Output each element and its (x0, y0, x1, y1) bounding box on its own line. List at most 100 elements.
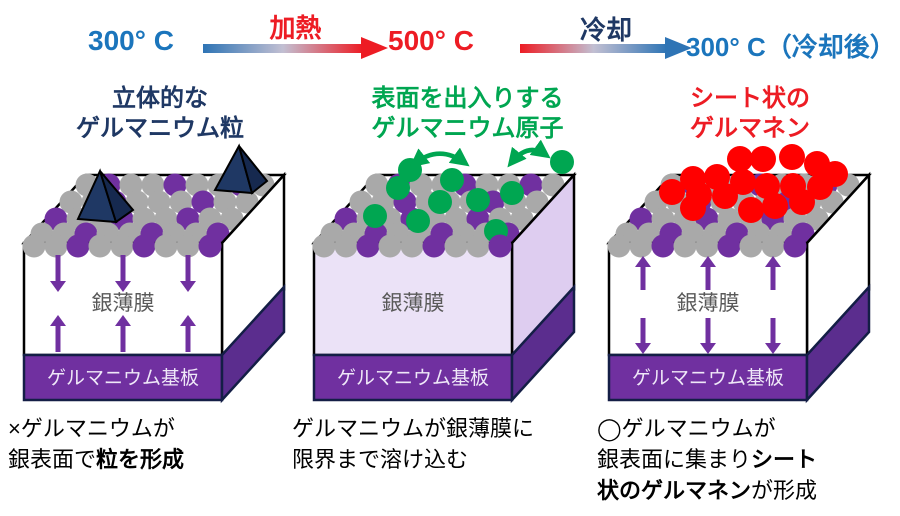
germanene-atom (789, 189, 815, 215)
silver-atom (607, 234, 631, 258)
heating-label: 加熱 (269, 13, 322, 43)
diffusion-arrow-head (180, 315, 196, 326)
silver-atom (673, 234, 697, 258)
germanium-atom (500, 181, 524, 205)
cooling-arrow (520, 37, 692, 59)
panel3-caption: ◯ゲルマニウムが銀表面に集まりシート状のゲルマネンが形成 (597, 416, 818, 503)
purple-atom (422, 234, 446, 258)
purple-atom (488, 234, 512, 258)
substrate-label: ゲルマニウム基板 (337, 367, 489, 389)
diffusion-arrow-head (765, 256, 781, 267)
purple-atom (198, 234, 222, 258)
silver-atom (444, 234, 468, 258)
diffusion-arrow-head (50, 281, 66, 292)
diffusion-arrows (50, 255, 196, 352)
diffusion-arrow-head (635, 343, 651, 354)
purple-atom (783, 234, 807, 258)
temperature-peak: 500° C (388, 25, 474, 56)
silver-film-label: 銀薄膜 (382, 292, 445, 315)
purple-atom (717, 234, 741, 258)
germanium-atom (440, 168, 464, 192)
germanene-atom (754, 173, 780, 199)
temperature-start: 300° C (88, 25, 174, 56)
germanium-atom-floating (550, 150, 574, 174)
panel3-heading: シート状の ゲルマネン (600, 84, 900, 144)
purple-atom (132, 234, 156, 258)
germanene-atom (727, 146, 753, 172)
heating-arrow (203, 37, 388, 59)
silver-atom (88, 234, 112, 258)
diffusion-arrow-head (115, 281, 131, 292)
panel3-heading-line2: ゲルマネン (690, 115, 810, 142)
purple-atom (66, 234, 90, 258)
diffusion-arrows (635, 256, 781, 354)
germanene-atom (807, 174, 833, 200)
substrate-side-face (510, 283, 576, 404)
temperature-end: 300° C（冷却後） (686, 32, 896, 62)
panel1-caption: ×ゲルマニウムが銀表面で粒を形成 (8, 416, 185, 472)
germanene-atom (750, 146, 776, 172)
substrate-front-face (312, 353, 514, 402)
germanium-atom (428, 190, 452, 214)
cooling-arrow-head (665, 37, 692, 59)
germanium-atom (466, 188, 490, 212)
germanium-atom (386, 176, 410, 200)
germanium-atom (363, 204, 387, 228)
germanene-atom (779, 144, 805, 170)
pyramid-face (99, 170, 135, 224)
silver-atom (22, 234, 46, 258)
silver-atom (378, 234, 402, 258)
germanium-atom (406, 209, 430, 233)
panel2-heading-line2: ゲルマニウム原子 (371, 115, 564, 142)
panel3-heading-line1: シート状の (690, 85, 810, 112)
silver-atom (695, 234, 719, 258)
purple-atom (651, 234, 675, 258)
front-atom-row (607, 234, 807, 258)
germanene-atom (659, 179, 685, 205)
silver-atom (629, 234, 653, 258)
silver-film-label: 銀薄膜 (92, 292, 155, 315)
pyramid-face (238, 145, 269, 195)
substrate-label: ゲルマニウム基板 (47, 367, 199, 389)
diffusion-arrow-head (635, 256, 651, 267)
substrate-side-face (805, 283, 871, 404)
cooling-label: 冷却 (579, 15, 632, 45)
silver-atom (466, 234, 490, 258)
atom-exchange-arrow (409, 147, 470, 168)
germanene-atom (762, 193, 788, 219)
germanene-atom (730, 169, 756, 195)
panel1-heading-line1: 立体的な (112, 85, 208, 112)
purple-atom (356, 234, 380, 258)
diffusion-arrow-head (765, 343, 781, 354)
germanium-grain-pyramids (76, 143, 269, 224)
diffusion-arrow-head (700, 343, 716, 354)
silver-atom (334, 234, 358, 258)
diffusion-arrow-head (180, 281, 196, 292)
substrate-label: ゲルマニウム基板 (632, 367, 784, 389)
cooling-arrow-shaft (520, 44, 667, 53)
silver-atom (400, 234, 424, 258)
panel2-caption: ゲルマニウムが銀薄膜に限界まで溶け込む (292, 416, 535, 472)
panel2-heading: 表面を出入りする ゲルマニウム原子 (305, 84, 630, 144)
heating-arrow-head (361, 37, 388, 59)
silver-atom (312, 234, 336, 258)
silver-atom (761, 234, 785, 258)
germanene-sheet-atoms (659, 144, 848, 223)
front-atom-row (22, 234, 222, 258)
heating-arrow-shaft (203, 44, 363, 53)
silver-film-label: 銀薄膜 (677, 292, 740, 315)
panel1-heading-line2: ゲルマニウム粒 (76, 115, 244, 142)
silver-atom (110, 234, 134, 258)
germanene-atom (738, 197, 764, 223)
germanene-atom (712, 183, 738, 209)
substrate-side-face (220, 283, 286, 404)
diffusion-arrow-head (115, 315, 131, 326)
diffusion-arrow-head (50, 315, 66, 326)
silver-atom (44, 234, 68, 258)
atom-exchange-arrow (507, 140, 551, 168)
silver-atom (176, 234, 200, 258)
